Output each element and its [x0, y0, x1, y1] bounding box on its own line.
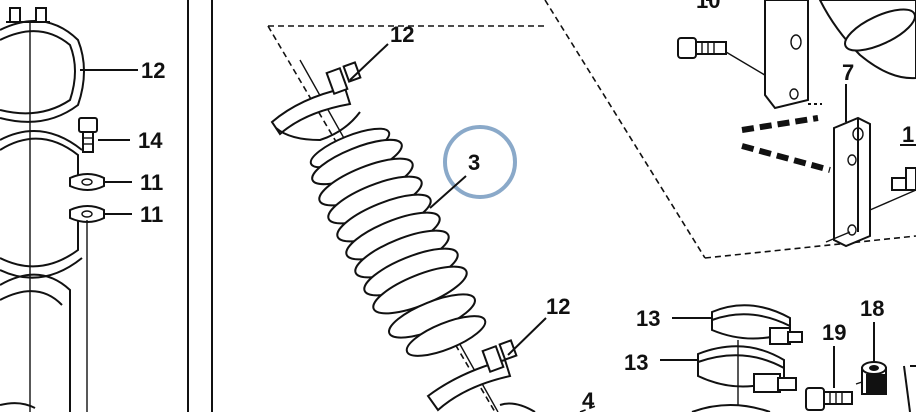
label-mid-4: 4 — [582, 388, 595, 412]
clamp-12-bottom — [426, 339, 536, 413]
bolt-right-edge — [891, 167, 916, 191]
bracket-7 — [833, 116, 871, 248]
label-right-13a: 13 — [636, 306, 660, 331]
label-left-11b: 11 — [140, 202, 163, 227]
clamp-12-top — [270, 61, 362, 142]
washer-11a — [69, 173, 105, 191]
label-right-18: 18 — [860, 296, 884, 321]
label-left-11a: 11 — [140, 170, 163, 195]
clamp-13c-partial — [691, 404, 771, 413]
ring-middle-left — [0, 130, 83, 279]
spacer-18 — [861, 361, 887, 395]
label-mid-3: 3 — [468, 150, 480, 175]
gasket-dash-top — [741, 115, 819, 133]
label-right-7: 7 — [842, 60, 854, 85]
label-right-19: 19 — [822, 320, 846, 345]
clamp-13b — [697, 345, 797, 393]
corrugated-hose-3 — [309, 127, 487, 357]
bolt-10 — [677, 37, 727, 59]
left-panel: 12 14 11 11 — [0, 7, 165, 412]
label-right-13b: 13 — [624, 350, 648, 375]
upper-bracket — [764, 0, 916, 110]
bolt-19 — [805, 387, 853, 411]
clamp-13a — [711, 304, 803, 345]
pipe-lower-left — [0, 273, 71, 412]
gasket-dash-bottom — [741, 143, 831, 173]
label-right-10: 10 — [696, 0, 720, 13]
clamp-top-left — [0, 7, 85, 123]
label-mid-12-top: 12 — [390, 22, 414, 47]
label-right-1: 1 — [902, 122, 914, 147]
highlight-ring-3 — [443, 125, 517, 199]
label-left-14: 14 — [138, 128, 163, 153]
label-mid-12-bottom: 12 — [546, 294, 570, 319]
label-left-12: 12 — [141, 58, 165, 83]
bolt-14 — [78, 117, 98, 153]
washer-11b — [69, 205, 105, 223]
